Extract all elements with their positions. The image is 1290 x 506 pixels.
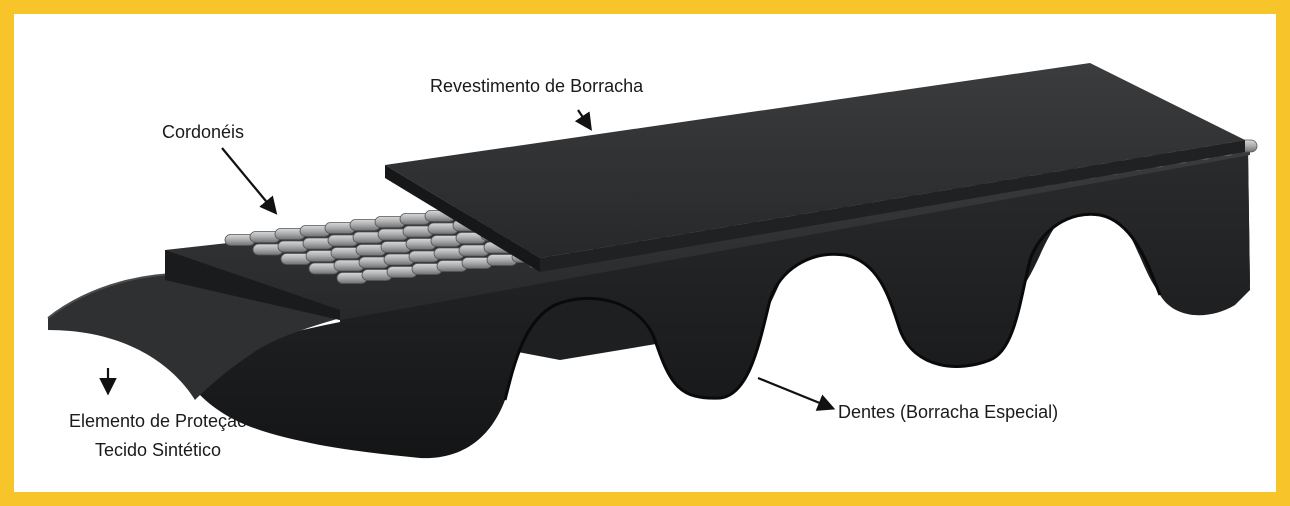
label-teeth: Dentes (Borracha Especial) <box>838 402 1058 422</box>
label-protection-line2: Tecido Sintético <box>95 440 221 460</box>
rubber-coating-block <box>385 63 1245 272</box>
arrow-coating <box>574 109 592 131</box>
label-protection-line1: Elemento de Proteção <box>69 411 247 431</box>
arrow-teeth <box>757 376 836 411</box>
label-arrows <box>99 109 836 411</box>
label-coating: Revestimento de Borracha <box>430 76 644 96</box>
arrow-cords <box>221 147 278 215</box>
belt-teeth <box>48 150 1250 459</box>
label-cords: Cordonéis <box>162 122 244 142</box>
